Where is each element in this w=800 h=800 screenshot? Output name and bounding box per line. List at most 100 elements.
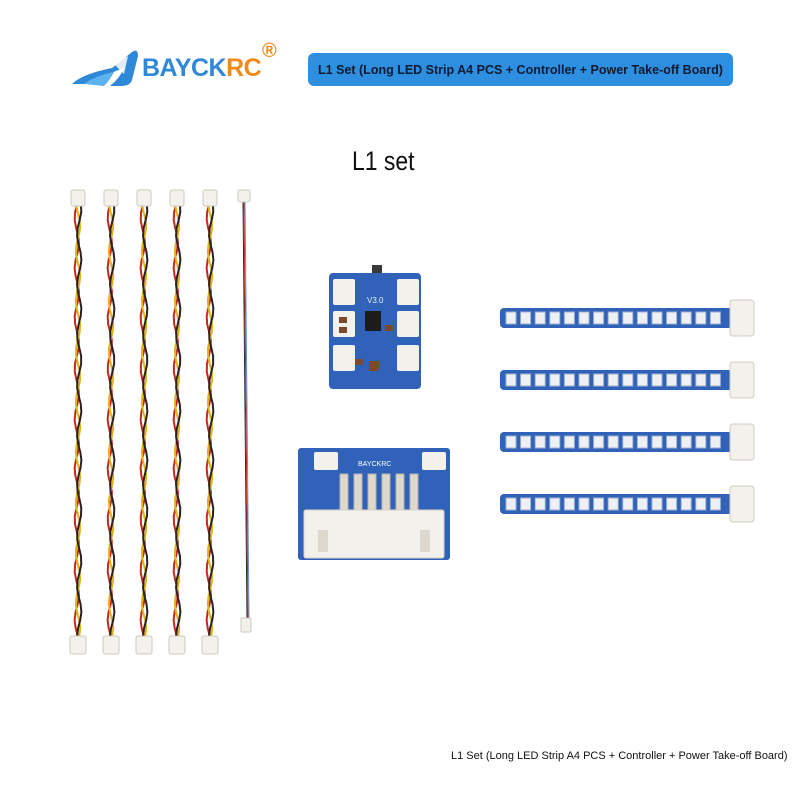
cable-connector-bottom bbox=[69, 635, 87, 655]
led-chip bbox=[534, 497, 546, 511]
power-board-pin bbox=[381, 473, 391, 511]
cable-connector-bottom bbox=[102, 635, 120, 655]
three-wire-cable bbox=[201, 189, 219, 655]
led-chip bbox=[636, 373, 648, 387]
brand-logo-text: BAYCKRC bbox=[142, 54, 262, 83]
led-chip bbox=[578, 435, 590, 449]
brand-suffix: RC bbox=[226, 54, 262, 82]
power-board-main-connector bbox=[303, 509, 445, 559]
led-chip bbox=[651, 435, 663, 449]
led-chip bbox=[534, 373, 546, 387]
controller-switch bbox=[372, 265, 382, 277]
registered-mark: ® bbox=[262, 40, 277, 62]
led-chip bbox=[709, 435, 721, 449]
led-chip bbox=[695, 435, 707, 449]
controller-chip bbox=[365, 311, 381, 331]
led-chip bbox=[709, 373, 721, 387]
led-chip bbox=[549, 497, 561, 511]
led-chip bbox=[651, 497, 663, 511]
power-board-pin bbox=[395, 473, 405, 511]
three-wire-cable bbox=[135, 189, 153, 655]
logo-swoosh-light bbox=[84, 72, 114, 86]
led-chip bbox=[636, 311, 648, 325]
controller-left-connectors bbox=[333, 279, 355, 371]
led-strip bbox=[500, 485, 755, 523]
led-chip bbox=[651, 373, 663, 387]
cable-connector-top bbox=[169, 189, 185, 207]
three-wire-cable bbox=[102, 189, 120, 655]
led-chip bbox=[563, 497, 575, 511]
controller-components bbox=[339, 317, 393, 371]
led-strip bbox=[500, 361, 755, 399]
led-chip bbox=[607, 497, 619, 511]
thin-cable-connector-bottom bbox=[240, 617, 252, 633]
controller-version-label: V3.0 bbox=[367, 296, 384, 305]
led-chip bbox=[520, 435, 532, 449]
led-chip bbox=[666, 497, 678, 511]
led-chip bbox=[607, 435, 619, 449]
led-chip bbox=[709, 311, 721, 325]
led-chip bbox=[534, 311, 546, 325]
footer-caption: L1 Set (Long LED Strip A4 PCS + Controll… bbox=[451, 750, 788, 762]
led-chip bbox=[622, 373, 634, 387]
led-strip-connector bbox=[729, 361, 755, 399]
led-chip bbox=[607, 373, 619, 387]
led-strip bbox=[500, 299, 755, 337]
led-chip bbox=[651, 311, 663, 325]
led-chip bbox=[578, 311, 590, 325]
power-board-connector-right bbox=[422, 452, 446, 470]
led-chip bbox=[520, 311, 532, 325]
power-takeoff-board: BAYCKRC bbox=[298, 448, 450, 560]
led-strip-connector bbox=[729, 423, 755, 461]
led-chip bbox=[505, 497, 517, 511]
led-chip bbox=[680, 311, 692, 325]
led-chip bbox=[549, 373, 561, 387]
three-wire-cable bbox=[69, 189, 87, 655]
bayckrc-logo-icon bbox=[72, 50, 138, 86]
banner-text: L1 Set (Long LED Strip A4 PCS + Controll… bbox=[318, 62, 723, 77]
thin-signal-cable bbox=[237, 189, 252, 633]
led-chip bbox=[666, 311, 678, 325]
led-chip bbox=[505, 435, 517, 449]
led-chip bbox=[593, 435, 605, 449]
led-chip bbox=[666, 373, 678, 387]
thin-cable-connector-top bbox=[237, 189, 251, 203]
led-chip bbox=[622, 497, 634, 511]
led-chip bbox=[680, 497, 692, 511]
led-chip bbox=[695, 373, 707, 387]
cable-connector-bottom bbox=[201, 635, 219, 655]
cable-connector-top bbox=[202, 189, 218, 207]
led-chip bbox=[593, 373, 605, 387]
cable-connector-top bbox=[103, 189, 119, 207]
three-wire-cable bbox=[168, 189, 186, 655]
logo-swoosh-inner bbox=[114, 56, 128, 74]
led-strip bbox=[500, 423, 755, 461]
led-chip bbox=[505, 311, 517, 325]
led-chip bbox=[636, 435, 648, 449]
power-board-pin bbox=[353, 473, 363, 511]
cable-connector-top bbox=[70, 189, 86, 207]
led-strip-group bbox=[500, 299, 755, 523]
cable-connector-bottom bbox=[168, 635, 186, 655]
set-title: L1 set bbox=[352, 146, 415, 176]
cable-connector-bottom bbox=[135, 635, 153, 655]
led-chip bbox=[680, 435, 692, 449]
title-banner: L1 Set (Long LED Strip A4 PCS + Controll… bbox=[308, 53, 733, 86]
led-strip-connector bbox=[729, 485, 755, 523]
cable-connector-top bbox=[136, 189, 152, 207]
led-chip bbox=[622, 311, 634, 325]
led-controller-board: V3.0 bbox=[329, 265, 421, 389]
power-board-pin bbox=[339, 473, 349, 511]
led-chip bbox=[549, 311, 561, 325]
led-chip bbox=[534, 435, 546, 449]
led-chip bbox=[563, 311, 575, 325]
power-board-connector-left bbox=[314, 452, 338, 470]
led-chip bbox=[666, 435, 678, 449]
power-board-pins bbox=[339, 473, 419, 511]
led-chip bbox=[695, 497, 707, 511]
led-chip bbox=[695, 311, 707, 325]
led-chip bbox=[680, 373, 692, 387]
cable-group bbox=[69, 189, 252, 655]
led-chip bbox=[578, 373, 590, 387]
led-chip bbox=[593, 311, 605, 325]
